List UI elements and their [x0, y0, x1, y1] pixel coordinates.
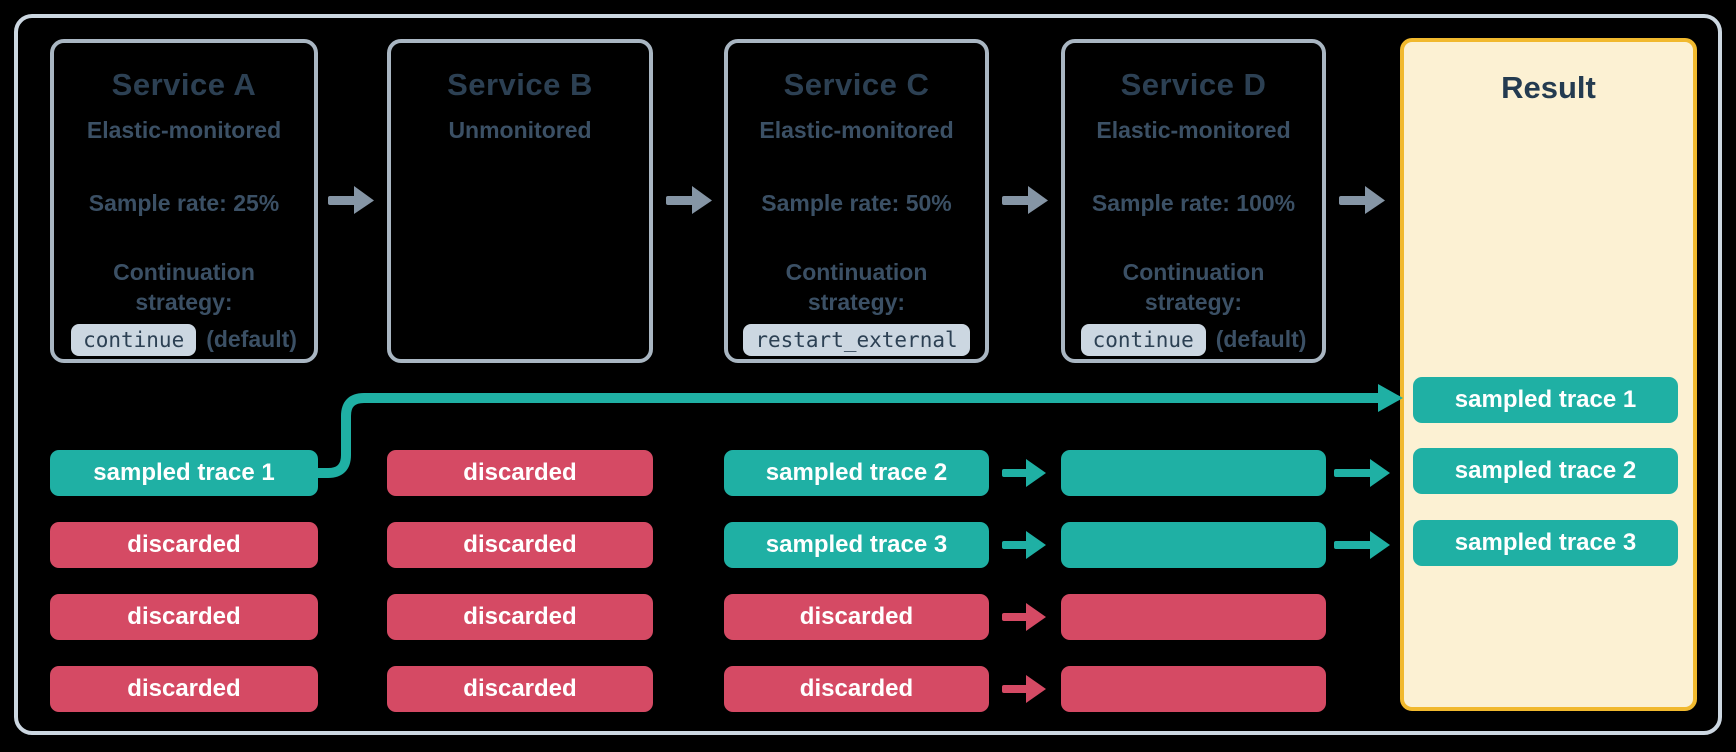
- trace-pill-a-4: discarded: [50, 666, 318, 712]
- result-box: Result: [1400, 38, 1697, 711]
- service-d-default-label: (default): [1215, 326, 1307, 353]
- trace-arrow-d-result-row-2: [1334, 531, 1390, 559]
- trace-arrow-c-d-row-3: [1002, 603, 1046, 631]
- service-c-continuation-value: restart_external: [743, 323, 970, 356]
- outer-frame: [14, 14, 1722, 735]
- trace-pill-d-4: [1061, 666, 1326, 712]
- service-a-sample-rate: Sample rate: 25%: [88, 190, 280, 216]
- service-flow-arrow-a-b: [328, 186, 374, 214]
- trace-pill-c-1: sampled trace 2: [724, 450, 989, 496]
- service-a-subtitle: Elastic-monitored: [86, 117, 282, 143]
- service-c-strategy-code: restart_external: [743, 323, 970, 356]
- service-d-sample-rate: Sample rate: 100%: [1091, 190, 1296, 216]
- service-a-default-label: (default): [206, 326, 297, 353]
- trace-pill-d-2: [1061, 522, 1326, 568]
- service-c-subtitle: Elastic-monitored: [759, 117, 954, 143]
- trace-arrow-c-d-row-4: [1002, 675, 1046, 703]
- trace-pill-b-2: discarded: [387, 522, 653, 568]
- service-d-strategy-code: continue: [1080, 323, 1206, 356]
- service-d-continuation-value: continue (default): [1080, 323, 1307, 356]
- service-d-title: Service D: [1120, 67, 1267, 102]
- trace-arrow-c-d-row-2: [1002, 531, 1046, 559]
- service-a-strategy-code: continue: [71, 323, 197, 356]
- service-c-sample-rate: Sample rate: 50%: [761, 190, 952, 216]
- trace-pill-d-3: [1061, 594, 1326, 640]
- trace-pill-b-1: discarded: [387, 450, 653, 496]
- trace-pill-b-3: discarded: [387, 594, 653, 640]
- trace-pill-a-3: discarded: [50, 594, 318, 640]
- trace-pill-c-3: discarded: [724, 594, 989, 640]
- service-flow-arrow-d-result: [1339, 186, 1385, 214]
- trace-pill-c-2: sampled trace 3: [724, 522, 989, 568]
- result-title: Result: [1501, 70, 1596, 105]
- service-b-subtitle: Unmonitored: [448, 117, 592, 143]
- service-b-title: Service B: [447, 67, 593, 102]
- result-pill-3: sampled trace 3: [1413, 520, 1678, 566]
- result-pill-2: sampled trace 2: [1413, 448, 1678, 494]
- service-d-subtitle: Elastic-monitored: [1096, 117, 1291, 143]
- service-d-box: Service D Elastic-monitored Sample rate:…: [1061, 39, 1326, 363]
- service-b-box: Service B Unmonitored: [387, 39, 653, 363]
- service-a-continuation-value: continue (default): [71, 323, 297, 356]
- service-flow-arrow-b-c: [666, 186, 712, 214]
- trace-pill-a-2: discarded: [50, 522, 318, 568]
- service-a-box: Service A Elastic-monitored Sample rate:…: [50, 39, 318, 363]
- trace-pill-c-4: discarded: [724, 666, 989, 712]
- trace-arrow-c-d-row-1: [1002, 459, 1046, 487]
- trace-pill-b-4: discarded: [387, 666, 653, 712]
- service-d-continuation-label: Continuation strategy:: [1122, 259, 1265, 316]
- result-pill-1: sampled trace 1: [1413, 377, 1678, 423]
- service-flow-arrow-c-d: [1002, 186, 1048, 214]
- service-c-title: Service C: [783, 67, 930, 102]
- trace-pill-d-1: [1061, 450, 1326, 496]
- service-a-title: Service A: [111, 67, 257, 102]
- trace-pill-a-1: sampled trace 1: [50, 450, 318, 496]
- trace-arrow-d-result-row-1: [1334, 459, 1390, 487]
- service-c-continuation-label: Continuation strategy:: [785, 259, 928, 316]
- service-a-continuation-label: Continuation strategy:: [113, 259, 255, 316]
- service-c-box: Service C Elastic-monitored Sample rate:…: [724, 39, 989, 363]
